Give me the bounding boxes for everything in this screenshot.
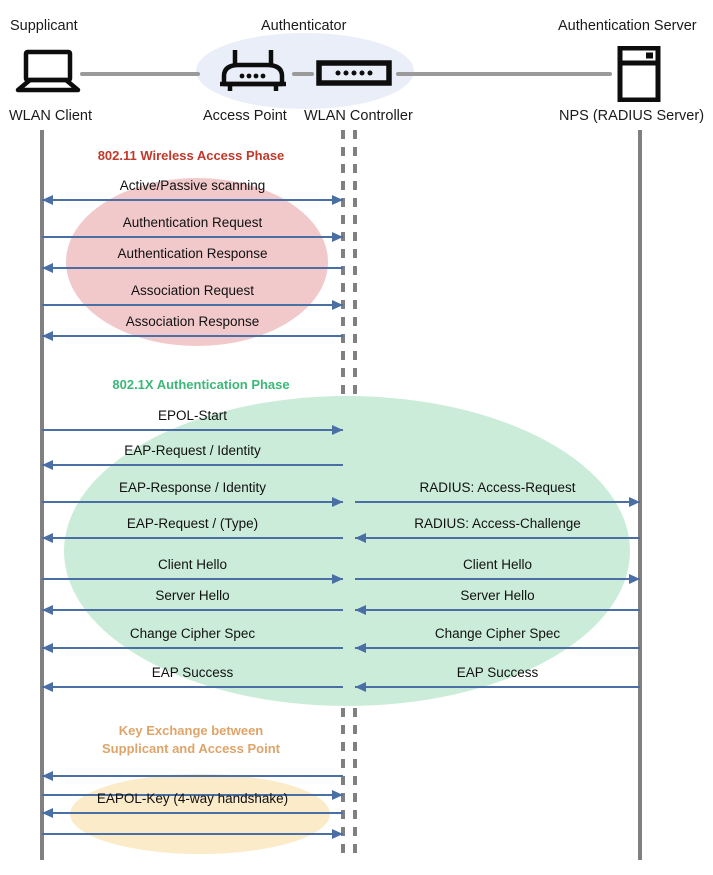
msg-eap-response-identity-label: EAP-Response / Identity (118, 480, 267, 495)
msg-eapol-key-4way-line (42, 812, 343, 814)
msg-association-request-label: Association Request (130, 283, 255, 298)
msg-eap-request-identity-label: EAP-Request / Identity (124, 443, 261, 458)
node-label-node-nps-server: NPS (RADIUS Server) (559, 108, 705, 124)
msg-epol-start-line (42, 429, 343, 431)
msg-authentication-request-arrow-right-icon (332, 231, 343, 242)
msg-active-passive-scanning-arrow-left-icon (42, 194, 53, 205)
msg-server-hello-left-line (42, 609, 343, 611)
msg-client-hello-right-arrow-right-icon (629, 573, 640, 584)
msg-association-request-line (42, 304, 343, 306)
msg-eap-request-type-arrow-left-icon (42, 532, 53, 543)
server-tower-icon (617, 45, 661, 107)
msg-key-2-arrow-right-icon (332, 789, 343, 800)
msg-eap-request-type-label: EAP-Request / (Type) (126, 516, 259, 531)
msg-authentication-response-label: Authentication Response (117, 246, 268, 261)
msg-eap-response-identity-line (42, 501, 343, 503)
role-authenticator: Authenticator (261, 18, 347, 34)
msg-server-hello-left-label: Server Hello (155, 588, 230, 603)
msg-server-hello-left-arrow-left-icon (42, 604, 53, 615)
msg-eap-success-left-label: EAP Success (151, 665, 234, 680)
msg-radius-access-request-label: RADIUS: Access-Request (419, 480, 576, 495)
msg-eap-success-right-line (355, 686, 640, 688)
msg-radius-access-challenge-label: RADIUS: Access-Challenge (414, 516, 581, 531)
msg-authentication-response-arrow-left-icon (42, 262, 53, 273)
msg-radius-access-challenge-arrow-left-icon (355, 532, 366, 543)
msg-server-hello-right-label: Server Hello (460, 588, 535, 603)
role-supplicant: Supplicant (10, 18, 78, 34)
link-client-to-ap (80, 72, 200, 76)
msg-change-cipher-spec-left-line (42, 647, 343, 649)
msg-eap-success-left-arrow-left-icon (42, 681, 53, 692)
msg-epol-start-arrow-right-icon (332, 424, 343, 435)
msg-client-hello-left-label: Client Hello (157, 557, 228, 572)
msg-epol-start-label: EPOL-Start (157, 408, 228, 423)
msg-key-4-arrow-right-icon (332, 828, 343, 839)
role-auth-server: Authentication Server (558, 18, 697, 34)
laptop-icon (12, 48, 84, 99)
phase-80211-wireless-access-caption: 802.11 Wireless Access Phase (86, 147, 296, 165)
wireless-router-icon (214, 48, 292, 101)
msg-key-1-arrow-left-icon (42, 770, 53, 781)
msg-authentication-response-line (42, 267, 343, 269)
msg-eap-response-identity-arrow-right-icon (332, 496, 343, 507)
lifeline-wlan-client (40, 130, 44, 860)
msg-change-cipher-spec-right-line (355, 647, 640, 649)
link-wlc-to-server (396, 72, 612, 76)
msg-change-cipher-spec-left-arrow-left-icon (42, 642, 53, 653)
msg-radius-access-challenge-line (355, 537, 640, 539)
phase-key-exchange-blob (70, 774, 330, 854)
msg-client-hello-left-line (42, 578, 343, 580)
link-ap-to-wlc (292, 72, 314, 76)
msg-active-passive-scanning-arrow-right-icon (332, 194, 343, 205)
msg-eap-success-right-arrow-left-icon (355, 681, 366, 692)
msg-eap-request-identity-arrow-left-icon (42, 459, 53, 470)
phase-80211-wireless-access-blob (66, 178, 328, 346)
msg-eapol-key-4way-label: EAPOL-Key (4-way handshake) (96, 791, 289, 806)
msg-active-passive-scanning-line (42, 199, 343, 201)
node-label-node-wlan-client: WLAN Client (9, 108, 92, 124)
msg-eap-request-identity-line (42, 464, 343, 466)
msg-radius-access-request-arrow-right-icon (629, 496, 640, 507)
phase-8021x-authentication-caption: 802.1X Authentication Phase (101, 376, 301, 394)
lifeline-nps-server (638, 130, 642, 860)
msg-eap-request-type-line (42, 537, 343, 539)
msg-change-cipher-spec-left-label: Change Cipher Spec (129, 626, 256, 641)
msg-key-4-line (42, 833, 343, 835)
msg-client-hello-right-label: Client Hello (462, 557, 533, 572)
phase-8021x-authentication-caption-line-0: 802.1X Authentication Phase (112, 377, 290, 392)
msg-authentication-request-label: Authentication Request (122, 215, 263, 230)
msg-radius-access-request-line (355, 501, 640, 503)
phase-8021x-authentication-blob (64, 396, 630, 706)
msg-key-2-line (42, 794, 343, 796)
msg-change-cipher-spec-right-label: Change Cipher Spec (434, 626, 561, 641)
msg-server-hello-right-arrow-left-icon (355, 604, 366, 615)
msg-active-passive-scanning-label: Active/Passive scanning (119, 178, 266, 193)
msg-association-response-line (42, 335, 343, 337)
msg-authentication-request-line (42, 236, 343, 238)
msg-server-hello-right-line (355, 609, 640, 611)
msg-client-hello-left-arrow-right-icon (332, 573, 343, 584)
msg-association-request-arrow-right-icon (332, 299, 343, 310)
phase-key-exchange-caption-line-1: Supplicant and Access Point (102, 741, 280, 756)
switch-box-icon (316, 60, 392, 91)
phase-80211-wireless-access-caption-line-0: 802.11 Wireless Access Phase (97, 148, 285, 163)
msg-association-response-label: Association Response (125, 314, 260, 329)
msg-change-cipher-spec-right-arrow-left-icon (355, 642, 366, 653)
node-label-node-access-point: Access Point (203, 108, 287, 124)
msg-eapol-key-4way-arrow-left-icon (42, 807, 53, 818)
msg-key-1-line (42, 775, 343, 777)
msg-eap-success-left-line (42, 686, 343, 688)
phase-key-exchange-caption-line-0: Key Exchange between (118, 723, 264, 738)
msg-association-response-arrow-left-icon (42, 330, 53, 341)
msg-eap-success-right-label: EAP Success (456, 665, 539, 680)
authenticator-group-blob (196, 33, 414, 109)
msg-client-hello-right-line (355, 578, 640, 580)
node-label-node-wlan-controller: WLAN Controller (304, 108, 413, 124)
